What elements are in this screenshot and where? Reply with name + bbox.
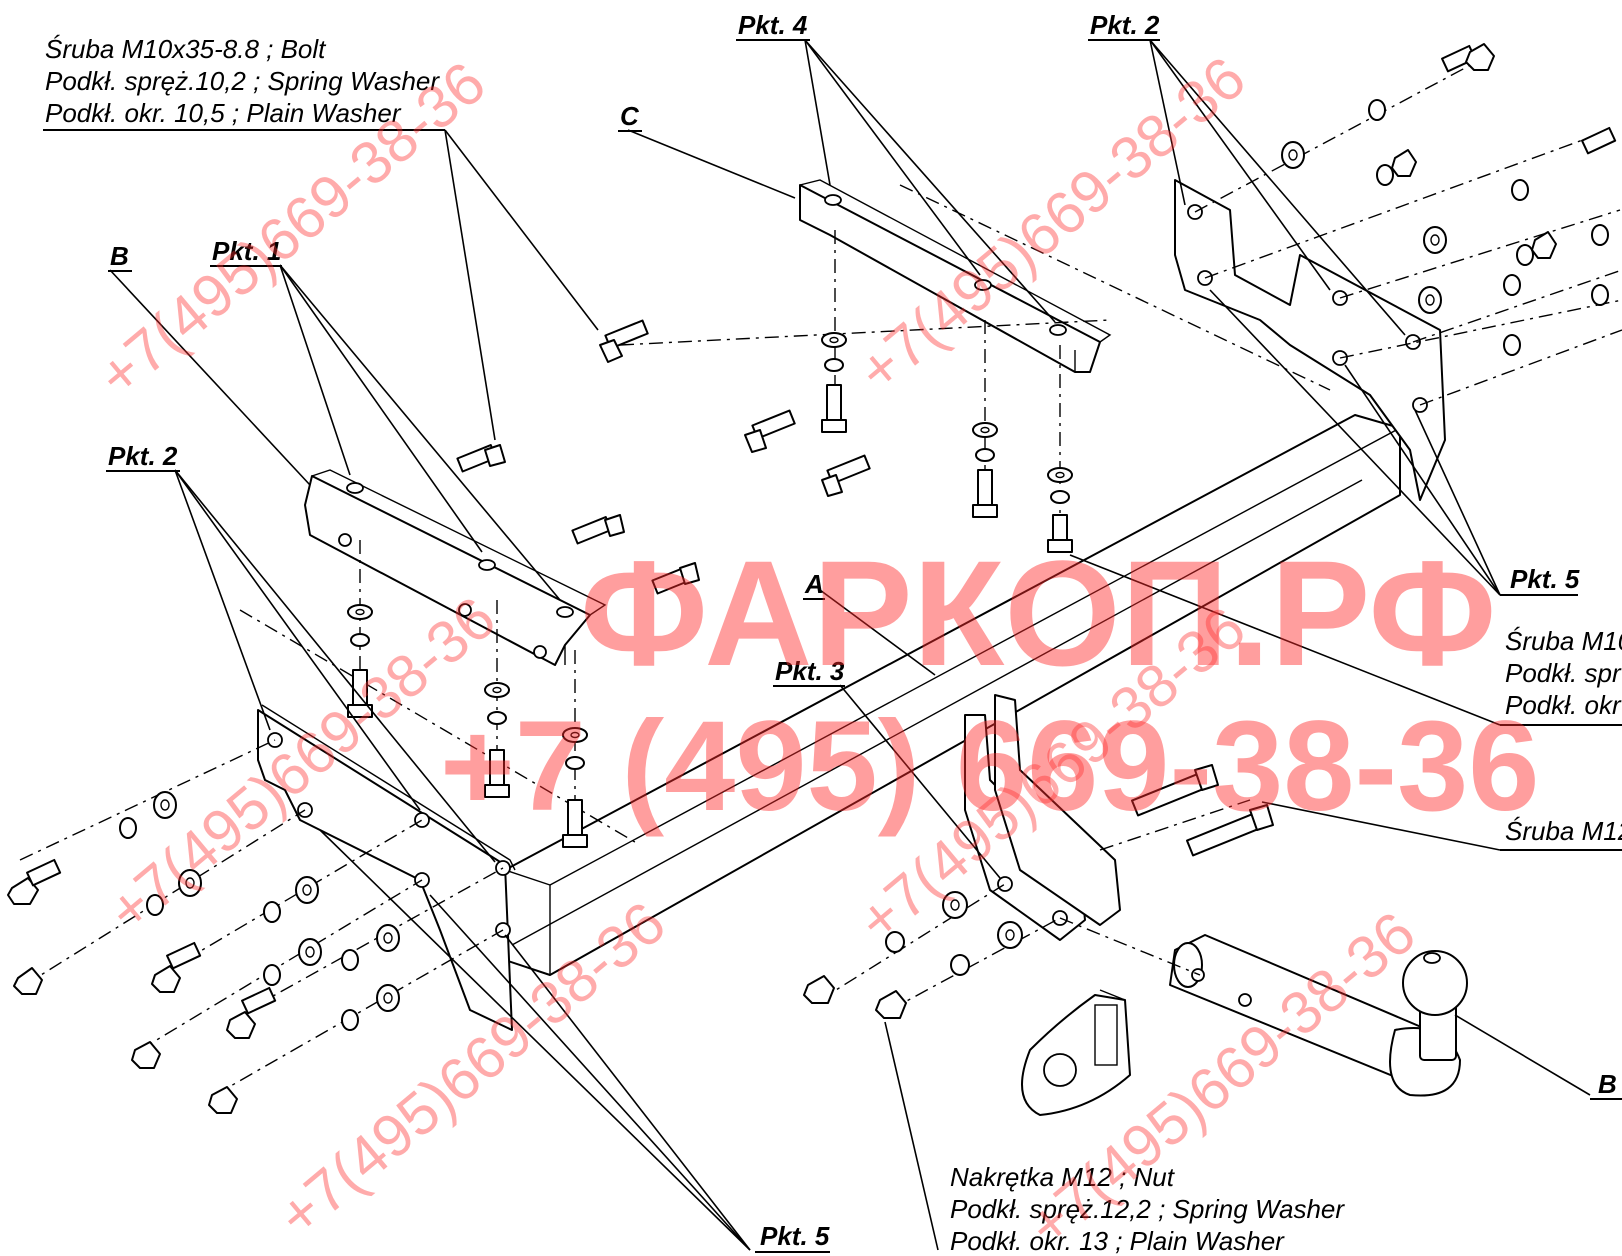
label-pkt3: Pkt. 3	[775, 656, 845, 686]
label-part-b-right: B	[1598, 1069, 1617, 1099]
nut-icon	[13, 967, 43, 995]
nut-icon	[7, 877, 39, 905]
note-nut-m12-line2: Podkł. spręż.12,2 ; Spring Washer	[950, 1194, 1345, 1224]
nut-icon	[803, 975, 835, 1004]
nut-icon	[151, 965, 181, 993]
stud-icon	[347, 669, 373, 718]
label-part-c: C	[620, 101, 640, 131]
note-bolt-m10-line1: Śruba M10x35-8.8 ; Bolt	[45, 34, 327, 64]
stud-icon	[1047, 514, 1073, 553]
tow-ball-assembly	[1169, 934, 1468, 1097]
bolt-icon	[456, 444, 506, 473]
note-right-m12: Śruba M12	[1505, 816, 1622, 846]
fasteners	[7, 43, 1617, 1114]
note-right-m10-line1: Śruba M10	[1505, 626, 1622, 656]
nut-icon	[875, 990, 907, 1019]
stud-icon	[562, 799, 588, 848]
watermark-brand: ФАРКОП.РФ	[580, 529, 1496, 697]
note-right-m10-line2: Podkł. spr	[1505, 658, 1622, 688]
nut-icon	[131, 1041, 161, 1069]
note-nut-m12-line3: Podkł. okr. 13 ; Plain Washer	[950, 1226, 1285, 1256]
bolt-head-icon	[1465, 43, 1495, 71]
bolt-icon	[744, 409, 796, 453]
note-bolt-m10-line3: Podkł. okr. 10,5 ; Plain Washer	[45, 98, 402, 128]
label-pkt1: Pkt. 1	[212, 236, 281, 266]
note-nut-m12-line1: Nakrętka M12 ; Nut	[950, 1162, 1176, 1192]
bolt-icon	[821, 454, 871, 497]
label-pkt2-top: Pkt. 2	[1090, 10, 1160, 40]
label-part-a: A	[804, 569, 824, 599]
ball-mount-brackets	[964, 694, 1121, 941]
nut-icon	[208, 1086, 238, 1114]
note-right-m10-line3: Podkł. okr	[1505, 690, 1622, 720]
nut-icon	[226, 1011, 256, 1039]
bolt-icon	[571, 514, 625, 545]
stud-icon	[972, 469, 998, 518]
note-bolt-m10-line2: Podkł. spręż.10,2 ; Spring Washer	[45, 66, 440, 96]
stud-icon	[484, 749, 510, 798]
nut-icon	[1531, 231, 1557, 259]
label-pkt5-right: Pkt. 5	[1510, 564, 1580, 594]
bracket-b	[304, 469, 607, 666]
label-pkt5-bottom: Pkt. 5	[760, 1221, 830, 1251]
electrical-socket-plate	[1021, 989, 1131, 1116]
part-labels: Pkt. 1 Pkt. 2 Pkt. 2 Pkt. 3 Pkt. 4 Pkt. …	[106, 10, 1622, 1253]
bolt-icon	[651, 562, 700, 595]
left-side-plate	[257, 704, 516, 1031]
bracket-c	[799, 179, 1112, 373]
right-side-plate	[1174, 179, 1446, 501]
label-pkt4: Pkt. 4	[738, 10, 808, 40]
nut-icon	[1391, 149, 1417, 177]
leader-lines	[109, 39, 1591, 1251]
label-part-b-left: B	[110, 241, 129, 271]
watermark-phone: +7 (495) 669-38-36	[440, 695, 1539, 838]
fastener-notes: Śruba M10x35-8.8 ; Bolt Podkł. spręż.10,…	[43, 34, 1622, 1256]
bolt-icon	[599, 319, 649, 363]
stud-icon	[821, 384, 847, 433]
label-pkt2-left: Pkt. 2	[108, 441, 178, 471]
